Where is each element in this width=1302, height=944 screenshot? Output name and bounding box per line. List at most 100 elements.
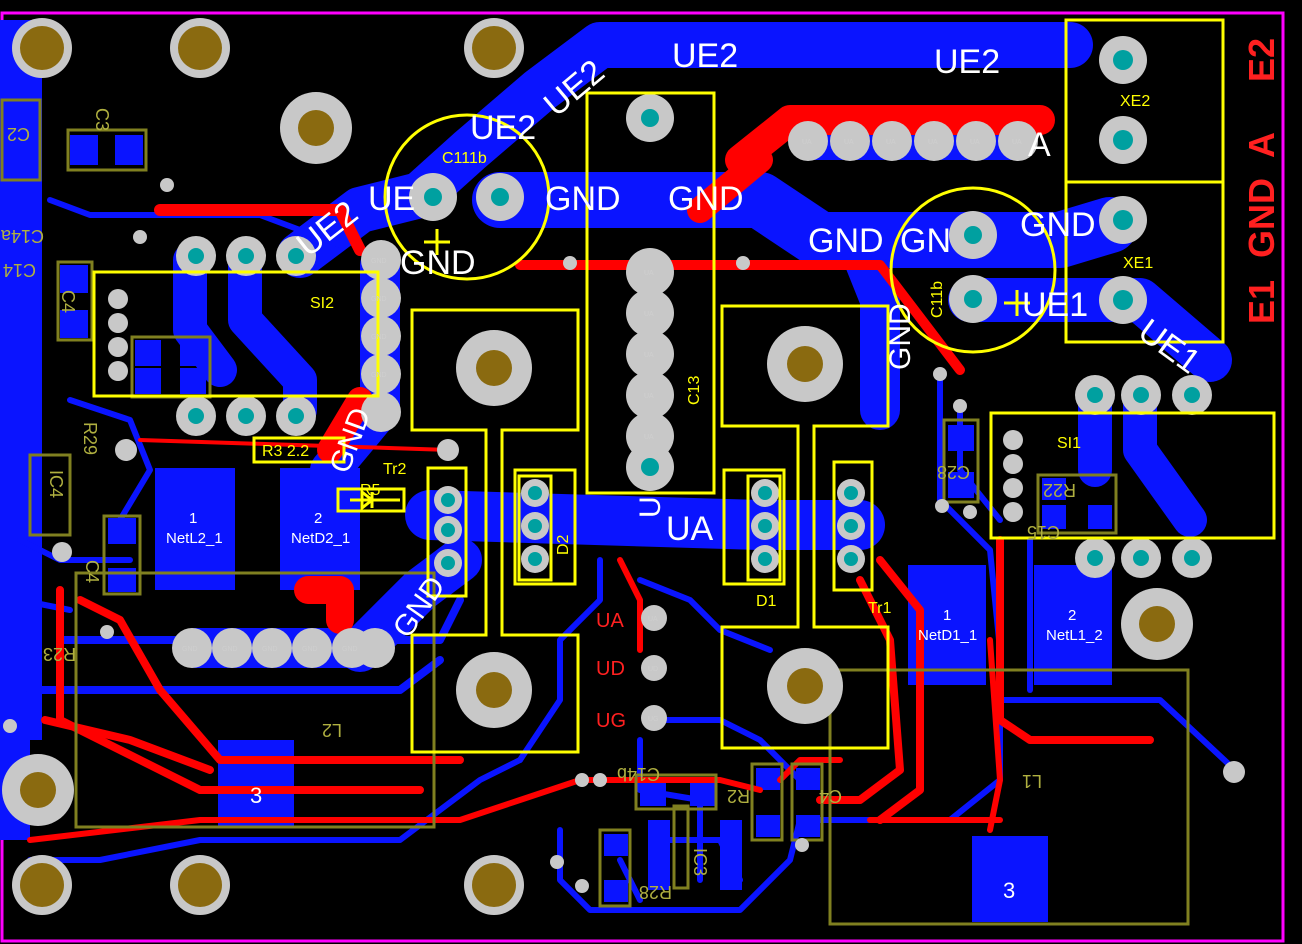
silk-label-ic4: IC4 bbox=[46, 470, 66, 498]
silk-label-c14a: C14a bbox=[0, 226, 44, 246]
pad-label-net: NetL1_2 bbox=[1046, 627, 1103, 644]
pad-text-ua: UA bbox=[644, 311, 654, 318]
pad-text-ua: UA bbox=[1012, 139, 1022, 146]
pad-label-net: NetD2_1 bbox=[291, 530, 350, 547]
c13-outline bbox=[585, 91, 716, 495]
net-label-gnd: GND bbox=[884, 303, 917, 370]
pad-text-gnd: GND bbox=[371, 372, 387, 379]
top-silk-layer bbox=[92, 18, 1276, 754]
net-label-gn: GN bbox=[900, 222, 951, 260]
pad-text-gnd: GND bbox=[371, 296, 387, 303]
refdes-d1: D1 bbox=[756, 593, 777, 610]
silk-label-r23: R23 bbox=[43, 644, 76, 664]
pad-text-ua: UA bbox=[886, 139, 896, 146]
net-label-gnd: GND bbox=[808, 222, 884, 260]
tiny-pad-texts: GND GND GND GND GND GND GND GND GND UA U… bbox=[182, 139, 1022, 723]
si2-outline bbox=[92, 270, 380, 398]
refdes-si1: SI1 bbox=[1057, 435, 1081, 452]
signal-label-ud: UD bbox=[596, 658, 625, 680]
net-label-ue2: UE2 bbox=[934, 43, 1000, 81]
refdes-xe1: XE1 bbox=[1123, 255, 1153, 272]
pad-label-net: NetL2_1 bbox=[166, 530, 223, 547]
net-label-gnd: GND bbox=[1020, 206, 1096, 244]
refdes-d2: D2 bbox=[555, 534, 572, 555]
smd-pad-labels: 1 NetL2_1 2 NetD2_1 1 NetD1_1 2 NetL1_2 … bbox=[166, 510, 1103, 903]
si1-outline bbox=[989, 411, 1276, 540]
pad-text-ua: UA bbox=[802, 139, 812, 146]
silk-label-r29: R29 bbox=[80, 422, 100, 455]
net-label-u: U bbox=[634, 496, 667, 518]
pad-label-net: NetD1_1 bbox=[918, 627, 977, 644]
silk-label-c14c: C14 bbox=[3, 260, 36, 280]
refdes-r5: R5 bbox=[360, 482, 381, 499]
net-label-ue: UE bbox=[368, 180, 415, 218]
refdes-xe2: XE2 bbox=[1120, 93, 1150, 110]
signal-label-ua: UA bbox=[596, 610, 624, 632]
c11b-outline bbox=[889, 186, 1057, 354]
pad-text-ua: UA bbox=[970, 139, 980, 146]
silk-label-c14b: C14b bbox=[617, 764, 660, 784]
refdes-tr1: Tr1 bbox=[868, 600, 892, 617]
silk-label-l2: L2 bbox=[322, 720, 342, 740]
net-label-ue2: UE2 bbox=[672, 37, 738, 75]
refdes-tr2: Tr2 bbox=[383, 461, 407, 478]
pad-label-number: 1 bbox=[943, 607, 951, 624]
pad-label-number: 1 bbox=[189, 510, 197, 527]
pad-label-3: 3 bbox=[250, 783, 262, 808]
refdes-c11b: C11b bbox=[929, 281, 946, 318]
silk-label-c28: C28 bbox=[937, 462, 970, 482]
net-label-gnd: GND bbox=[400, 244, 476, 282]
pad-text-ug: UG bbox=[648, 716, 659, 723]
net-label-ue1: UE1 bbox=[1022, 286, 1088, 324]
silk-label-c15: C15 bbox=[1027, 522, 1060, 542]
tr1-heatsink-outline bbox=[720, 304, 890, 750]
edge-label-e2: E2 bbox=[1241, 38, 1282, 82]
pad-text-ua: UA bbox=[644, 352, 654, 359]
pad-label-3: 3 bbox=[1003, 878, 1015, 903]
c111b-outline bbox=[383, 113, 551, 281]
pad-text-gnd: GND bbox=[371, 334, 387, 341]
edge-label-gnd: GND bbox=[1241, 178, 1282, 258]
r5-outline bbox=[336, 487, 406, 513]
silk-label-c4: C4 bbox=[819, 786, 842, 806]
net-label-ua: UA bbox=[666, 510, 714, 548]
pad-text-ua: UA bbox=[928, 139, 938, 146]
pad-label-number: 2 bbox=[1068, 607, 1076, 624]
silk-label-ic3: IC3 bbox=[690, 848, 710, 876]
edge-labels: E2 A GND E1 bbox=[1241, 38, 1282, 324]
pad-text-ua: UA bbox=[644, 270, 654, 277]
pad-text-gnd: GND bbox=[262, 646, 278, 653]
pad-text-gnd: GND bbox=[342, 646, 358, 653]
pad-text-ua: UA bbox=[844, 139, 854, 146]
pad-text-ua: UA bbox=[644, 434, 654, 441]
pad-text-gnd: GND bbox=[371, 258, 387, 265]
pad-text-gnd: GND bbox=[302, 646, 318, 653]
silk-label-r28: R28 bbox=[639, 882, 672, 902]
pad-text-ua: UA bbox=[644, 393, 654, 400]
tr2-heatsink-outline bbox=[410, 308, 580, 754]
pad-text-ud: UD bbox=[648, 666, 658, 673]
net-label-a: A bbox=[1028, 126, 1051, 164]
silk-label-r2: R2 bbox=[727, 786, 750, 806]
refdes-c111b: C111b bbox=[442, 150, 487, 167]
net-label-gnd: GND bbox=[668, 180, 744, 218]
pad-label-number: 2 bbox=[314, 510, 322, 527]
refdes-si2: SI2 bbox=[310, 295, 334, 312]
silk-label-c4c: C4 bbox=[82, 560, 102, 583]
refdes-r3: R3 2.2 bbox=[262, 443, 309, 460]
edge-label-e1: E1 bbox=[1241, 280, 1282, 324]
net-label-ue2: UE2 bbox=[470, 109, 536, 147]
signal-label-ug: UG bbox=[596, 710, 626, 732]
silk-label-l1: L1 bbox=[1022, 771, 1042, 791]
edge-label-a: A bbox=[1241, 132, 1282, 158]
pad-text-gnd: GND bbox=[222, 646, 238, 653]
silk-label-c3: C3 bbox=[92, 108, 112, 131]
silk-label-c2: C2 bbox=[7, 124, 30, 144]
net-label-gnd: GND bbox=[545, 180, 621, 218]
through-hole-pads bbox=[2, 18, 1245, 915]
r3-outline bbox=[252, 436, 346, 464]
bottom-silk-labels: L2 L1 C28 C15 R22 C14b R2 C4 IC3 R28 IC4… bbox=[0, 108, 1076, 902]
reference-designators: C111b C11b C13 SI2 SI1 XE2 XE1 R3 2.2 R5… bbox=[262, 93, 1153, 617]
pad-text-ua: UA bbox=[648, 616, 658, 623]
